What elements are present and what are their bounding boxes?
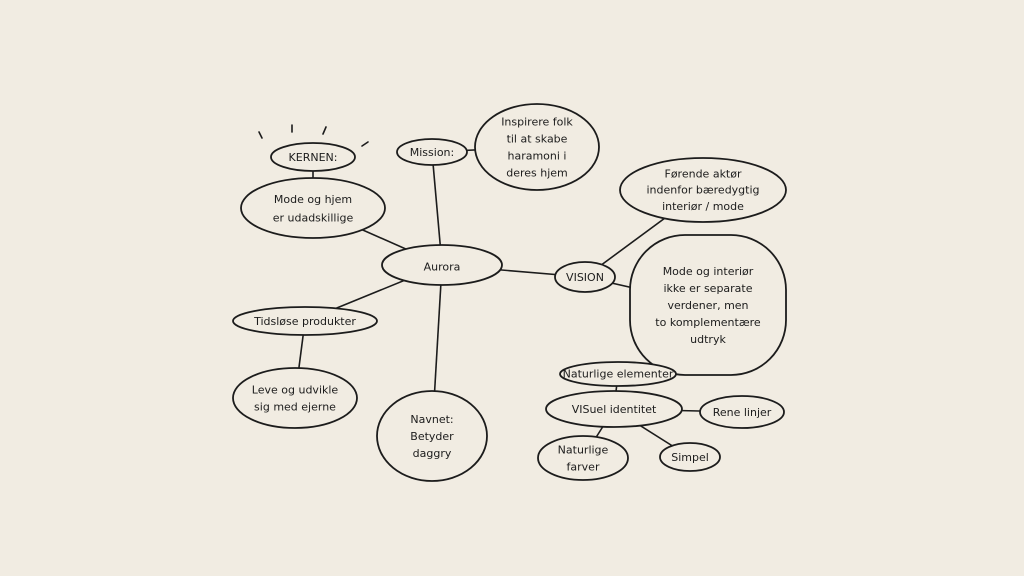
ray [322,126,327,135]
node-navnet: Navnet: Betyder daggry [376,390,488,482]
node-label: Mission: [410,146,454,159]
node-kernen-text: Mode og hjem er udadskillige [240,177,386,239]
node-label: Leve og udvikle [252,383,339,396]
ray [258,131,263,139]
node-rene-linjer: Rene linjer [699,395,785,429]
node-naturlige-farver: Naturlige farver [537,435,629,481]
node-outline [396,138,468,166]
node-label: haramoni i [507,149,566,162]
node-label: indenfor bæredygtig [646,184,759,197]
node-vision-text-2: Mode og interiør ikke er separate verdener… [629,234,787,376]
node-outline [537,435,629,481]
node-outline [619,157,787,223]
node-outline [232,306,378,336]
node-naturlige-elementer: Naturlige elementer [559,361,677,387]
node-label: deres hjem [506,166,568,179]
node-label: interiør / mode [662,200,744,213]
node-label: VISION [566,271,604,284]
node-vision: VISION [554,261,616,293]
node-label: til at skabe [507,132,568,145]
node-mission: Mission: [396,138,468,166]
node-aurora: Aurora [381,244,503,286]
node-outline [554,261,616,293]
node-label: daggry [413,447,452,460]
node-label: Inspirere folk [501,115,573,128]
node-label: KERNEN: [289,151,338,164]
node-outline [381,244,503,286]
node-label: Mode og interiør [663,265,754,278]
node-label: udtryk [690,333,726,346]
node-label: to komplementære [655,316,761,329]
node-label: er udadskillige [273,212,354,225]
node-label: farver [567,460,600,473]
node-vision-text-1: Førende aktør indenfor bæredygtig interiør… [619,157,787,223]
node-label: ikke er separate [663,282,752,295]
node-outline [240,177,386,239]
node-label: VISuel identitet [572,403,657,416]
node-kernen: KERNEN: [270,142,356,172]
node-simpel: Simpel [659,442,721,472]
node-outline [474,103,600,191]
node-label: Tidsløse produkter [253,315,356,328]
node-label: Førende aktør [665,167,742,180]
node-outline [629,234,787,376]
node-tidslose: Tidsløse produkter [232,306,378,336]
node-outline [376,390,488,482]
node-label: Mode og hjem [274,193,352,206]
node-label: Navnet: [410,413,453,426]
node-outline [699,395,785,429]
node-label: Naturlige elementer [563,367,674,380]
node-tidslose-text: Leve og udvikle sig med ejerne [232,367,358,429]
node-label: Rene linjer [713,406,772,419]
node-label: Simpel [671,451,709,464]
nodes: Aurora KERNEN: Mode og hjem er udadskillige… [232,103,787,482]
node-outline [270,142,356,172]
node-outline [545,390,683,428]
node-label: verdener, men [667,299,748,312]
emphasis-rays [258,124,369,147]
node-outline [559,361,677,387]
node-label: Aurora [424,261,461,274]
node-label: sig med ejerne [254,400,336,413]
node-mission-text: Inspirere folk til at skabe haramoni i dere… [474,103,600,191]
node-outline [659,442,721,472]
node-visuel: VISuel identitet [545,390,683,428]
node-label: Naturlige [558,443,609,456]
node-outline [232,367,358,429]
node-label: Betyder [410,430,454,443]
ray [361,141,369,147]
